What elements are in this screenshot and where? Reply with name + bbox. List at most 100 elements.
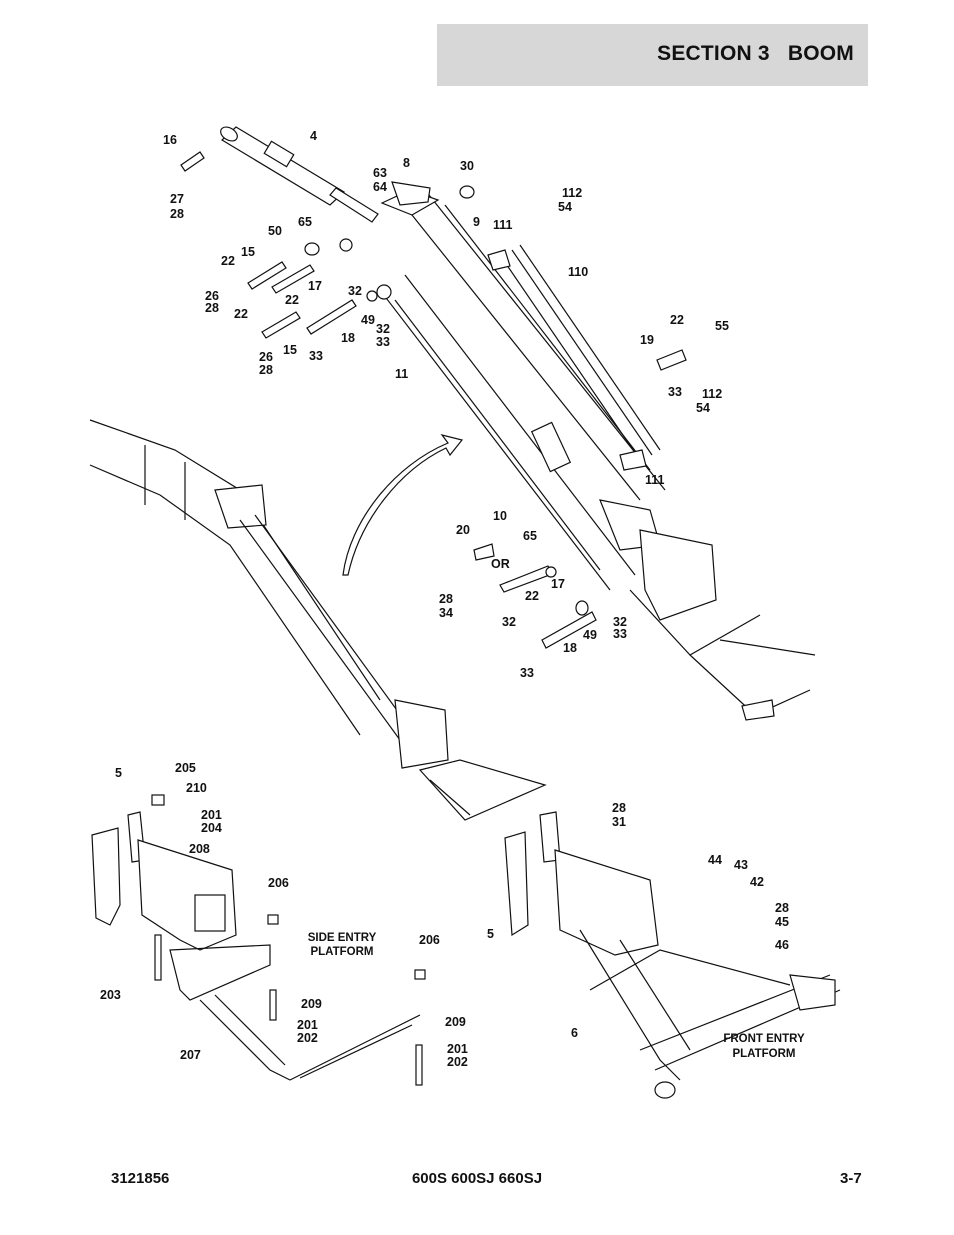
callout-labels: 16 4 27 28 8 30 63 64 112 54 9 111 65 50… xyxy=(100,129,789,1069)
callout-49b: 49 xyxy=(583,628,597,642)
callout-28d: 28 xyxy=(439,592,453,606)
callout-32: 32 xyxy=(348,284,362,298)
callout-202: 202 xyxy=(297,1031,318,1045)
callout-208: 208 xyxy=(189,842,210,856)
callout-44: 44 xyxy=(708,853,722,867)
callout-32d: 32 xyxy=(613,615,627,629)
callout-18b: 18 xyxy=(563,641,577,655)
callout-30: 30 xyxy=(460,159,474,173)
callout-16: 16 xyxy=(163,133,177,147)
callout-5b: 5 xyxy=(487,927,494,941)
callout-46: 46 xyxy=(775,938,789,952)
footer-page-number: 3-7 xyxy=(840,1170,862,1187)
callout-110: 110 xyxy=(568,265,588,279)
callout-45: 45 xyxy=(775,915,789,929)
callout-65: 65 xyxy=(298,215,312,229)
callout-28c: 28 xyxy=(259,363,273,377)
callout-22e: 22 xyxy=(525,589,539,603)
callout-15b: 15 xyxy=(283,343,297,357)
callout-205: 205 xyxy=(175,761,196,775)
callout-201: 201 xyxy=(201,808,222,822)
callout-28e: 28 xyxy=(612,801,626,815)
callout-64: 64 xyxy=(373,180,387,194)
side-entry-platform xyxy=(91,794,426,1086)
callout-63: 63 xyxy=(373,166,387,180)
callout-33d: 33 xyxy=(613,627,627,641)
callout-or: OR xyxy=(491,557,510,571)
callout-22: 22 xyxy=(221,254,235,268)
callout-49: 49 xyxy=(361,313,375,327)
callout-32b: 32 xyxy=(376,322,390,336)
section-title: SECTION 3 BOOM xyxy=(657,42,854,65)
section-header: SECTION 3 BOOM xyxy=(437,24,868,86)
callout-8: 8 xyxy=(403,156,410,170)
front-entry-caption-line2: PLATFORM xyxy=(732,1048,795,1060)
callout-22d: 22 xyxy=(670,313,684,327)
boom-exploded-view xyxy=(180,126,687,649)
callout-11: 11 xyxy=(395,367,408,381)
callout-111: 111 xyxy=(493,218,513,232)
callout-5: 5 xyxy=(115,766,122,780)
callout-54b: 54 xyxy=(696,401,710,415)
callout-9: 9 xyxy=(473,215,480,229)
platform-top xyxy=(629,529,816,721)
callout-4: 4 xyxy=(310,129,317,143)
callout-204: 204 xyxy=(201,821,222,835)
callout-17: 17 xyxy=(308,279,322,293)
callout-6: 6 xyxy=(571,1026,578,1040)
callout-34: 34 xyxy=(439,606,453,620)
callout-207: 207 xyxy=(180,1048,201,1062)
callout-50: 50 xyxy=(268,224,282,238)
callout-202b: 202 xyxy=(447,1055,468,1069)
callout-28f: 28 xyxy=(775,901,789,915)
side-entry-caption-line2: PLATFORM xyxy=(310,946,373,958)
callout-111b: 111 xyxy=(645,473,665,487)
callout-210: 210 xyxy=(186,781,207,795)
callout-18: 18 xyxy=(341,331,355,345)
callout-19: 19 xyxy=(640,333,654,347)
callout-32c: 32 xyxy=(502,615,516,629)
callout-201c: 201 xyxy=(447,1042,468,1056)
callout-22c: 22 xyxy=(234,307,248,321)
lift-cylinder xyxy=(220,126,379,223)
callout-42: 42 xyxy=(750,875,764,889)
pins xyxy=(180,151,687,649)
callout-28b: 28 xyxy=(205,301,219,315)
transition-arrow xyxy=(342,434,464,576)
master-cylinder-110 xyxy=(487,244,661,471)
callout-55: 55 xyxy=(715,319,729,333)
callout-33: 33 xyxy=(376,335,390,349)
callout-112: 112 xyxy=(562,186,582,200)
callout-22b: 22 xyxy=(285,293,299,307)
footer-part-number: 3121856 xyxy=(111,1170,170,1187)
callout-31: 31 xyxy=(612,815,626,829)
callout-28: 28 xyxy=(170,207,184,221)
footer-models: 600S 600SJ 660SJ xyxy=(411,1170,543,1187)
callout-17b: 17 xyxy=(551,577,565,591)
callout-65b: 65 xyxy=(523,529,537,543)
callout-206: 206 xyxy=(268,876,289,890)
assembled-boom xyxy=(89,419,547,821)
callout-112b: 112 xyxy=(702,387,722,401)
callout-20: 20 xyxy=(456,523,470,537)
callout-33e: 33 xyxy=(520,666,534,680)
callout-201b: 201 xyxy=(297,1018,318,1032)
front-entry-platform xyxy=(504,811,841,1099)
callout-203: 203 xyxy=(100,988,121,1002)
callout-10: 10 xyxy=(493,509,507,523)
callout-209: 209 xyxy=(301,997,322,1011)
callout-33b: 33 xyxy=(309,349,323,363)
callout-206b: 206 xyxy=(419,933,440,947)
callout-33c: 33 xyxy=(668,385,682,399)
callout-43: 43 xyxy=(734,858,748,872)
callout-54: 54 xyxy=(558,200,572,214)
side-entry-caption-line1: SIDE ENTRY xyxy=(308,932,377,944)
callout-26: 26 xyxy=(205,289,219,303)
callout-209b: 209 xyxy=(445,1015,466,1029)
callout-26b: 26 xyxy=(259,350,273,364)
callout-15: 15 xyxy=(241,245,255,259)
platform-captions: SIDE ENTRY PLATFORM FRONT ENTRY PLATFORM xyxy=(308,932,805,1060)
front-entry-caption-line1: FRONT ENTRY xyxy=(723,1033,805,1045)
callout-27: 27 xyxy=(170,192,184,206)
